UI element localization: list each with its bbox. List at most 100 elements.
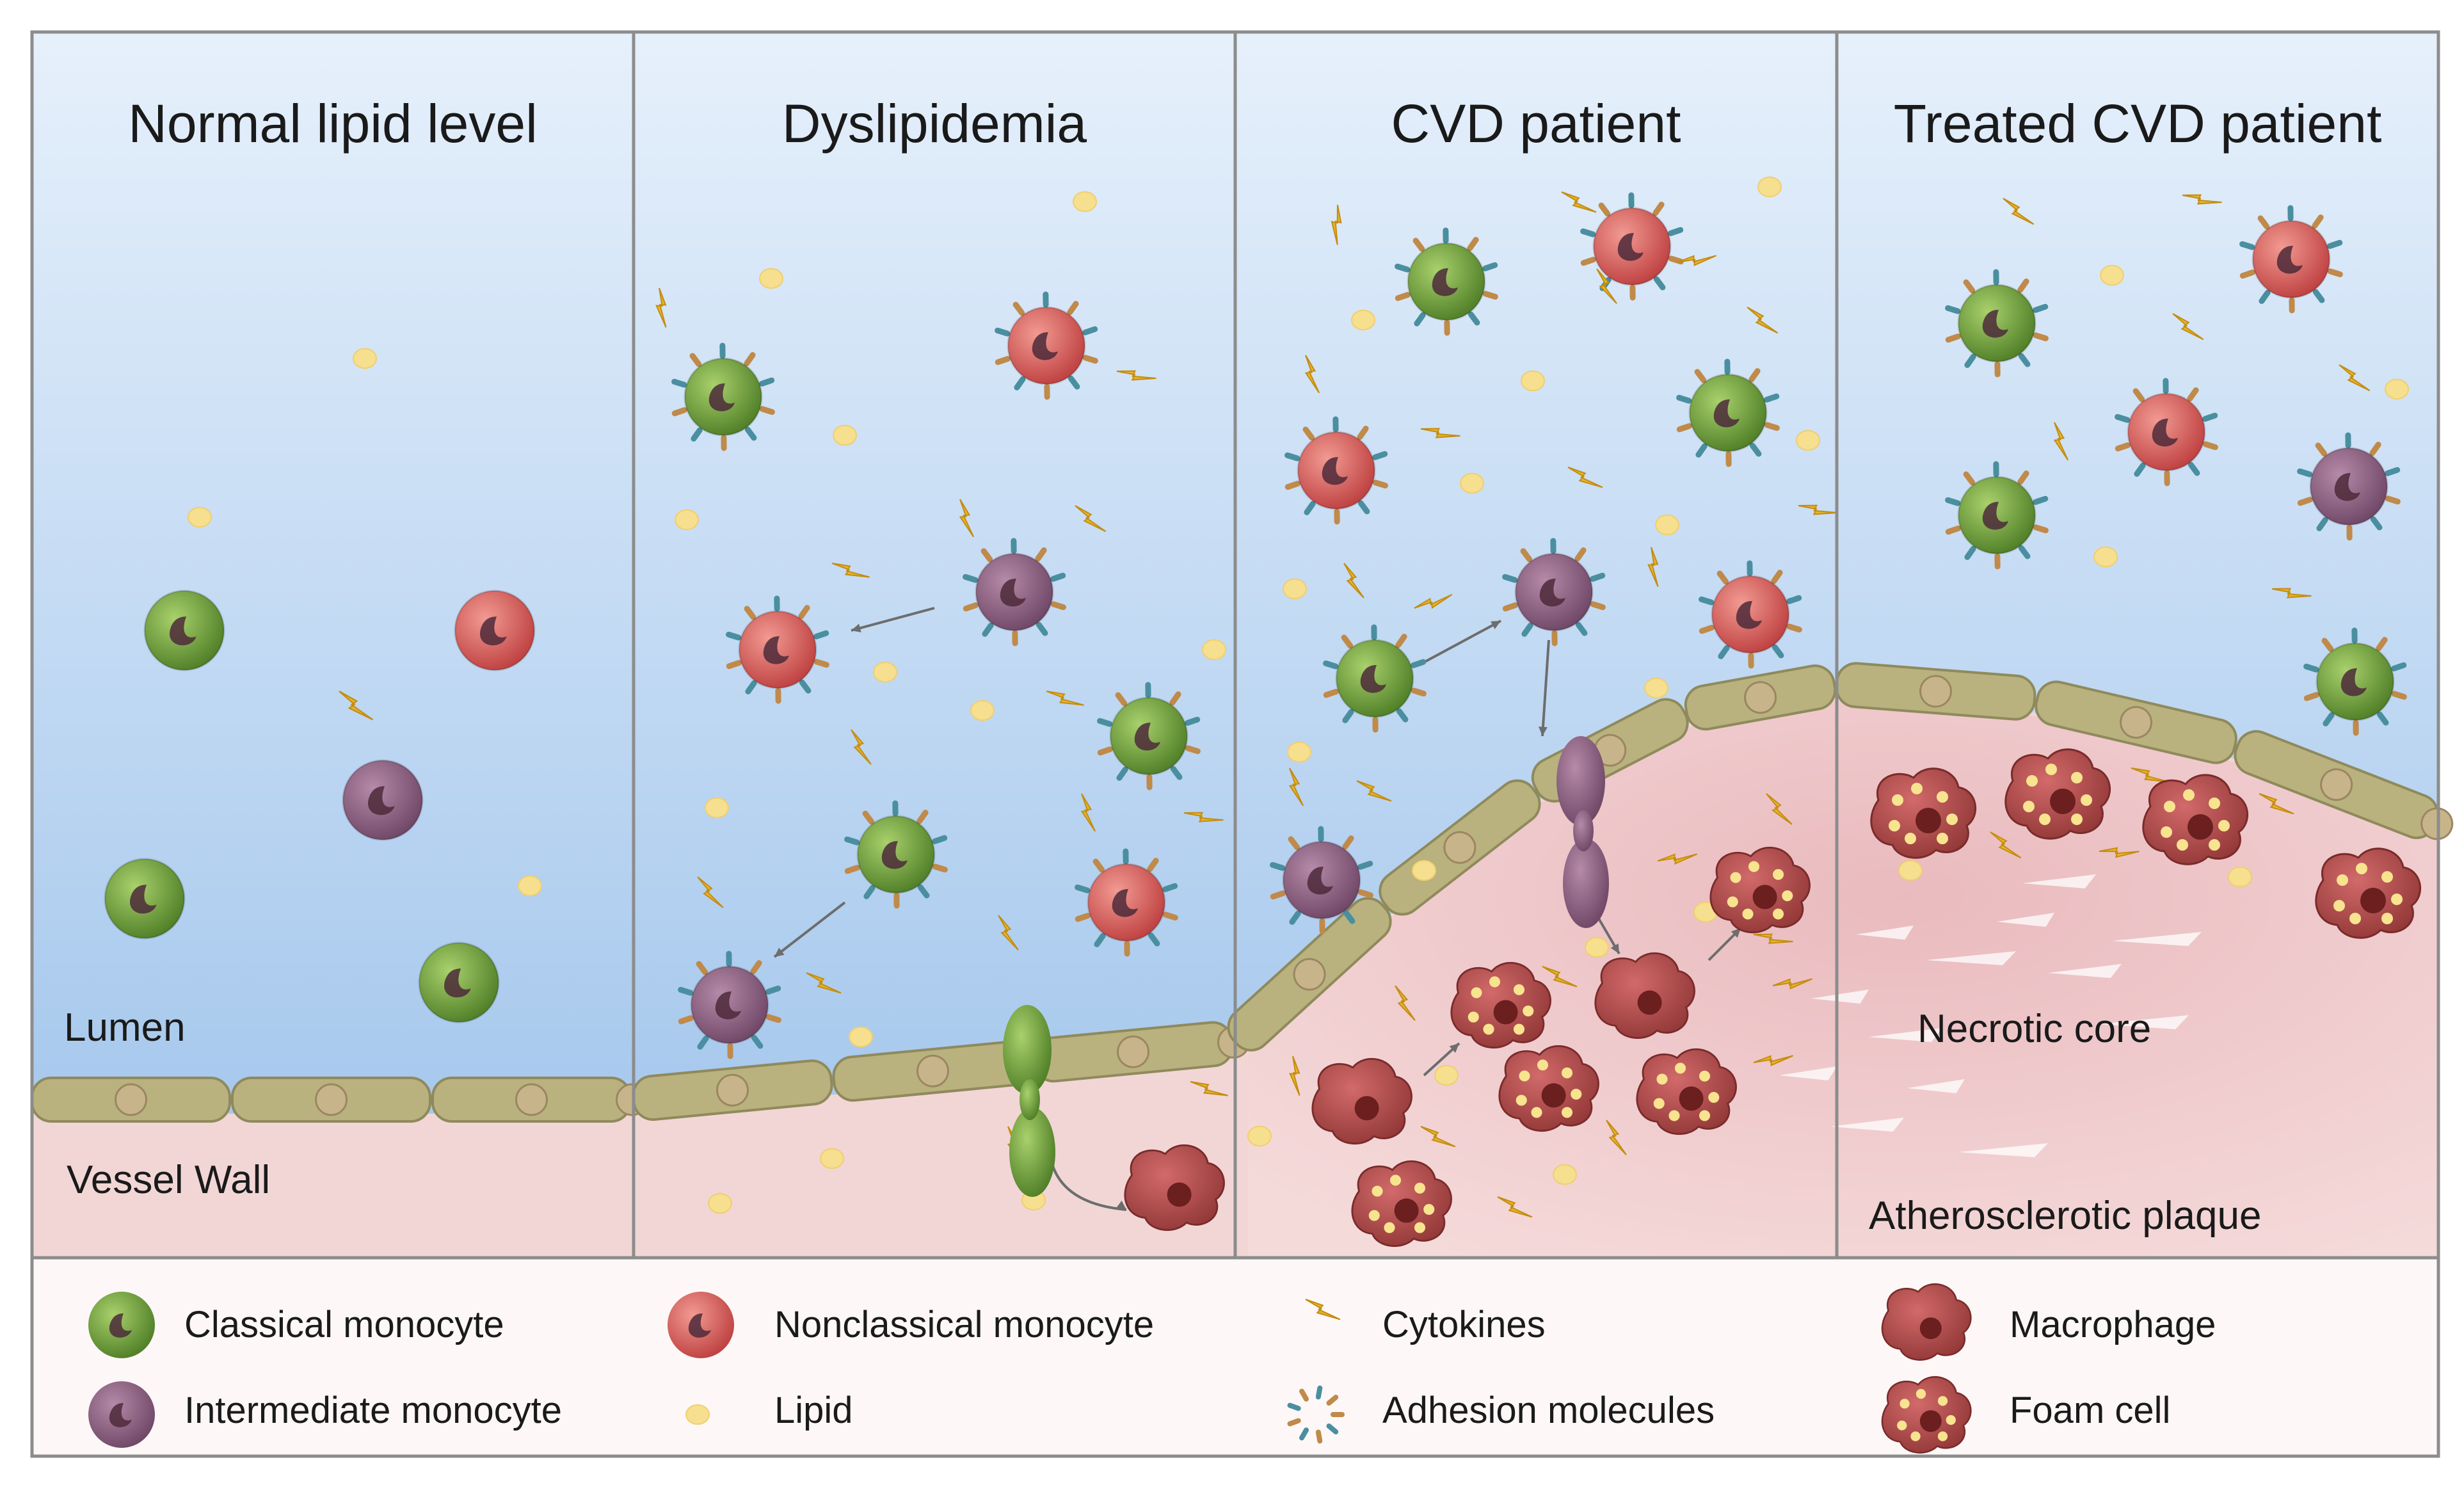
foam-lipid	[1892, 794, 1903, 806]
foam-lipid	[1699, 1071, 1710, 1082]
foam-lipid	[1369, 1210, 1380, 1221]
monocyte-body	[419, 943, 499, 1022]
adhesion-molecule	[1361, 863, 1370, 867]
legend-classical-monocyte-label: Classical monocyte	[184, 1303, 504, 1346]
lipid-icon	[686, 1405, 709, 1424]
adhesion-molecule	[2307, 666, 2316, 670]
foam-lipid	[2026, 775, 2038, 787]
adhesion-molecule	[1948, 308, 1958, 311]
foam-lipid	[2391, 894, 2403, 905]
adhesion-molecule	[675, 410, 684, 413]
adhesion-molecule	[1288, 484, 1297, 487]
legend-lipid-label: Lipid	[774, 1389, 853, 1432]
lipid-droplet	[1435, 1066, 1458, 1086]
lipid-droplet	[760, 269, 783, 289]
intermediate-monocyte-icon	[88, 1381, 155, 1448]
lipid-droplet	[518, 876, 541, 896]
adhesion-molecule	[762, 409, 772, 412]
foam-lipid	[2039, 814, 2051, 825]
foam-lipid	[1656, 1073, 1667, 1084]
foam-lipid	[1489, 976, 1500, 987]
adhesion-molecule	[1505, 606, 1515, 609]
foam-lipid	[2071, 772, 2083, 783]
monocyte-body	[1594, 208, 1670, 285]
foam-lipid	[2381, 913, 2393, 924]
panel-title-cvd: CVD patient	[1235, 93, 1837, 155]
adhesion-molecule	[2330, 243, 2340, 246]
adhesion-molecule	[998, 330, 1007, 333]
monocyte-body	[1516, 554, 1592, 630]
adhesion-molecule	[1273, 865, 1283, 868]
panel-title-dyslipidemia: Dyslipidemia	[634, 93, 1235, 155]
lipid-droplet	[1412, 861, 1436, 881]
adhesion-molecule	[1100, 750, 1110, 753]
adhesion-molecule	[1326, 692, 1336, 695]
macrophage-nucleus	[1916, 808, 1941, 833]
foam-lipid	[1414, 1222, 1425, 1233]
adhesion-molecule	[1671, 230, 1681, 233]
legend-macrophage-nucleus	[1920, 1317, 1942, 1339]
adhesion-molecule	[847, 839, 857, 842]
adhesion-molecule	[1078, 887, 1087, 890]
monocyte-body	[1088, 864, 1165, 941]
adhesion-molecule	[681, 1018, 691, 1022]
adhesion-molecule	[2388, 470, 2397, 473]
legend-macrophage-label: Macrophage	[2010, 1303, 2216, 1346]
adhesion-molecule	[1326, 663, 1336, 666]
monocyte-body	[1298, 432, 1375, 509]
adhesion-molecule	[2394, 694, 2404, 697]
adhesion-molecule	[1361, 892, 1370, 895]
monocyte-body	[976, 554, 1053, 630]
lipid-droplet	[1796, 431, 1820, 451]
lipid-droplet	[2228, 867, 2252, 887]
adhesion-molecule	[2118, 417, 2127, 420]
legend-nonclassical-monocyte-label: Nonclassical monocyte	[774, 1303, 1154, 1346]
lipid-droplet	[874, 662, 897, 682]
foam-lipid	[1471, 987, 1482, 998]
adhesion-molecule	[1948, 500, 1958, 503]
lipid-droplet	[1460, 474, 1484, 493]
monocyte-body	[691, 967, 768, 1043]
endothelial-cell	[232, 1078, 430, 1121]
foam-lipid	[1571, 1089, 1581, 1100]
monocyte-body	[145, 591, 224, 670]
lipid-droplet	[971, 701, 994, 721]
adhesion-molecule	[2300, 500, 2310, 503]
foam-lipid	[2209, 839, 2220, 851]
adhesion-molecule	[1165, 915, 1175, 918]
macrophage-nucleus	[2050, 789, 2076, 814]
foam-lipid	[1773, 869, 1784, 880]
adhesion-molecule	[1593, 604, 1603, 607]
monocyte-body	[2128, 394, 2205, 470]
endothelial-cell	[32, 1078, 230, 1121]
lipid-droplet	[1352, 310, 1375, 330]
adhesion-molecule	[1767, 425, 1777, 428]
foam-lipid	[2356, 863, 2367, 874]
monocyte-body	[2310, 448, 2387, 525]
foam-lipid	[1423, 1204, 1434, 1215]
monocyte-body	[1408, 243, 1485, 320]
foam-lipid	[1742, 908, 1753, 919]
legend-foam-cell-label: Foam cell	[2010, 1389, 2170, 1432]
adhesion-molecule	[2205, 415, 2215, 419]
lipid-droplet	[705, 798, 728, 818]
foam-lipid	[1516, 1095, 1527, 1105]
lipid-droplet	[1758, 177, 1781, 197]
lipid-droplet	[2385, 380, 2408, 399]
adhesion-molecule	[1085, 329, 1095, 332]
transmigrating-neck	[1573, 810, 1594, 851]
lumen-label: Lumen	[64, 1005, 186, 1050]
adhesion-molecule	[1583, 260, 1593, 263]
adhesion-molecule	[2300, 471, 2310, 474]
adhesion-molecule	[2036, 527, 2045, 531]
adhesion-molecule	[2394, 665, 2404, 668]
nonclassical-monocyte-icon	[668, 1292, 734, 1358]
adhesion-molecule	[2307, 695, 2316, 698]
lipid-droplet	[1899, 861, 1922, 881]
lipid-droplet	[1283, 579, 1306, 599]
foam-lipid	[1699, 1110, 1710, 1121]
macrophage-nucleus	[1638, 990, 1662, 1015]
adhesion-molecule	[2036, 307, 2045, 310]
adhesion-molecule	[1053, 604, 1063, 607]
